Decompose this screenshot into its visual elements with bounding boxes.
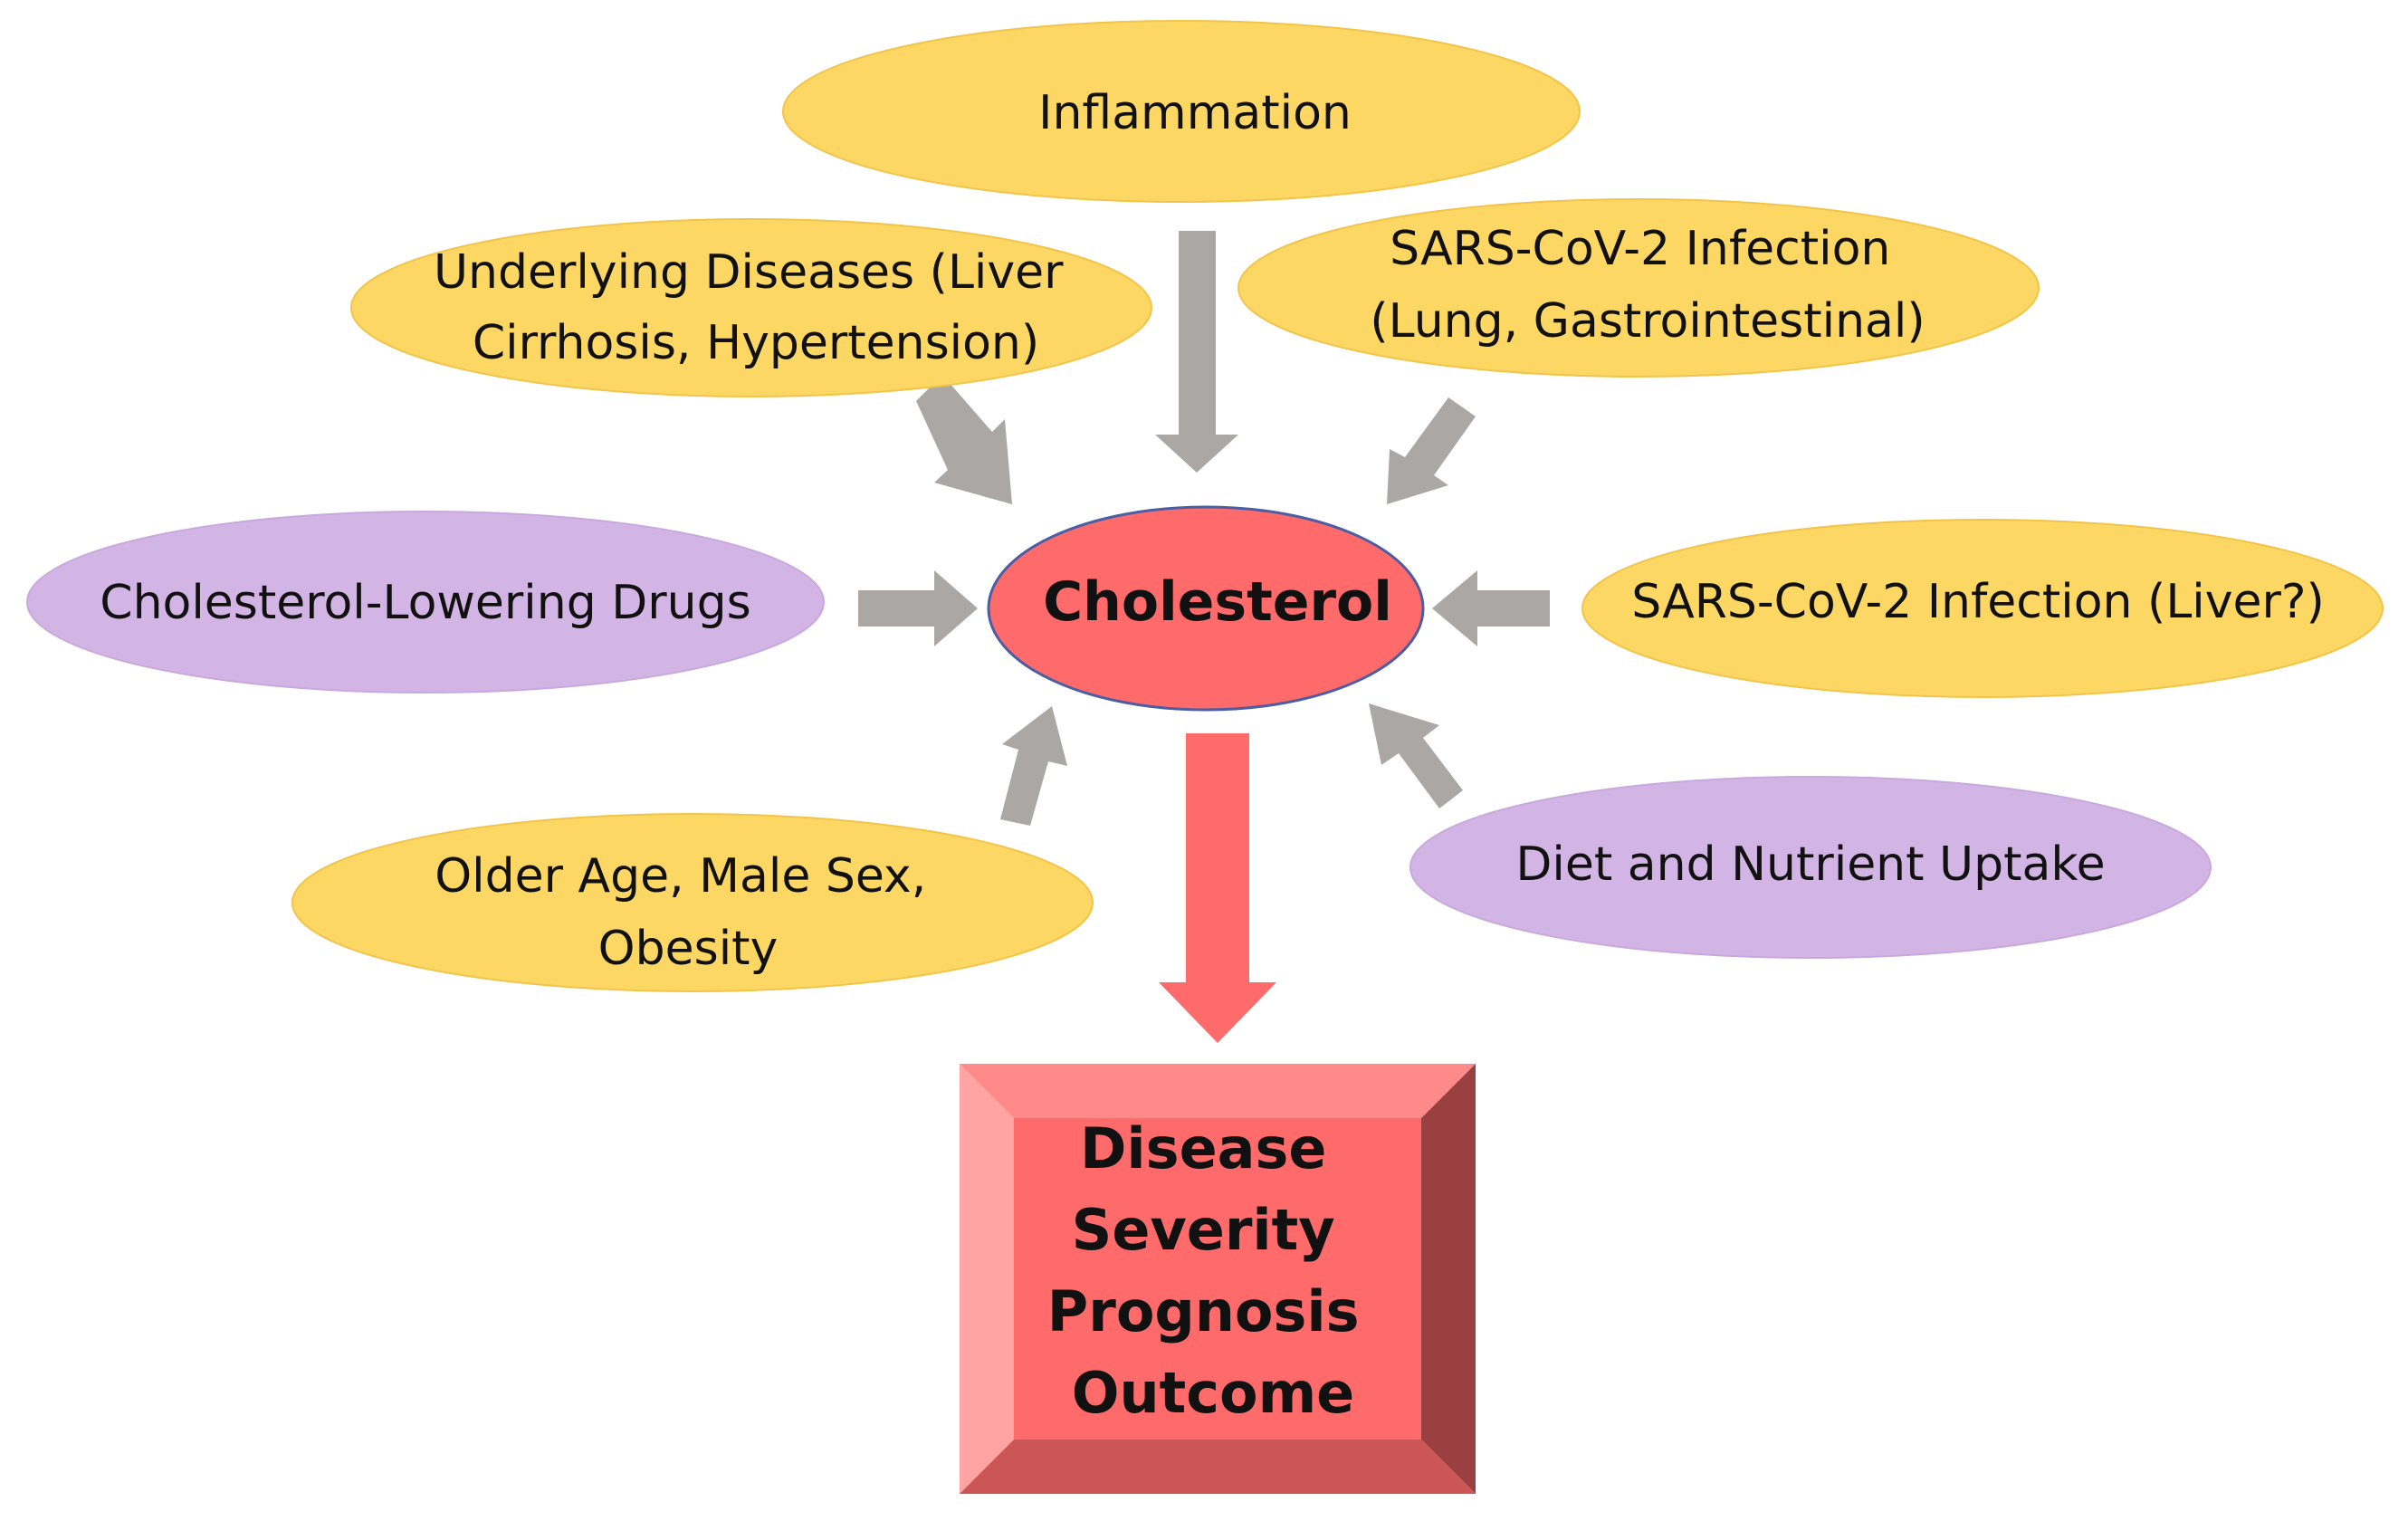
arrow-sars-lung-to-cholesterol <box>1387 397 1476 504</box>
factor-sars-lung-line-2: (Lung, Gastrointestinal) <box>1370 294 1925 349</box>
factor-ellipse <box>291 813 1094 992</box>
factor-age-sex-line-2: Obesity <box>598 922 779 976</box>
factor-underlying-diseases-line-2: Cirrhosis, Hypertension) <box>473 316 1039 370</box>
outcome-box-right-bevel <box>1421 1064 1476 1494</box>
factor-ellipse <box>1581 519 2384 698</box>
factor-inflammation: Inflammation <box>782 20 1581 203</box>
factor-ellipse <box>782 20 1581 203</box>
arrow-cholesterol-to-outcome <box>1159 733 1276 1043</box>
outcome-box-front <box>1014 1118 1421 1440</box>
outcome-box-left-bevel <box>960 1064 1014 1494</box>
outcome-label: Disease Severity Prognosis Outcome <box>1047 1115 1379 1426</box>
factor-sars-liver: SARS-CoV-2 Infection (Liver?) <box>1581 519 2384 698</box>
factor-sars-lung-label: SARS-CoV-2 Infection (Lung, Gastrointest… <box>1370 222 1925 349</box>
factor-underlying-diseases: Underlying Diseases (Liver Cirrhosis, Hy… <box>350 218 1152 397</box>
factor-sars-lung: SARS-CoV-2 Infection (Lung, Gastrointest… <box>1237 198 2040 378</box>
arrow-diet-to-cholesterol <box>1369 703 1463 808</box>
outcome-box-top-bevel <box>960 1064 1476 1118</box>
arrow-inflammation-to-cholesterol <box>1155 231 1238 473</box>
outcome-box-bottom-bevel <box>960 1440 1476 1494</box>
factor-ellipse <box>1237 198 2040 378</box>
factor-inflammation-label: Inflammation <box>1038 86 1352 140</box>
arrow-sars-liver-to-cholesterol <box>1432 570 1550 646</box>
factor-drugs: Cholesterol-Lowering Drugs <box>26 511 825 694</box>
arrow-age-sex-to-cholesterol <box>1000 706 1067 826</box>
outcome-box: Disease Severity Prognosis Outcome <box>960 1064 1476 1494</box>
factor-ellipse <box>1409 776 2212 959</box>
factor-sars-liver-label: SARS-CoV-2 Infection (Liver?) <box>1631 575 2325 629</box>
outcome-line-4: Outcome <box>1072 1360 1354 1426</box>
factor-underlying-diseases-label: Underlying Diseases (Liver Cirrhosis, Hy… <box>434 245 1078 370</box>
cholesterol-label: Cholesterol <box>1043 570 1392 634</box>
factor-ellipse <box>26 511 825 694</box>
outcome-line-2: Severity <box>1072 1197 1335 1263</box>
cholesterol-node: Cholesterol <box>987 505 1425 712</box>
cholesterol-ellipse <box>987 505 1425 712</box>
factor-age-sex-label: Older Age, Male Sex, Obesity <box>435 849 941 976</box>
arrow-drugs-to-cholesterol <box>858 570 978 646</box>
outcome-line-3: Prognosis <box>1047 1278 1360 1344</box>
factor-drugs-label: Cholesterol-Lowering Drugs <box>100 576 750 630</box>
factor-ellipse <box>350 218 1152 397</box>
input-arrows <box>858 231 1550 826</box>
factor-age-sex-line-1: Older Age, Male Sex, <box>435 849 926 904</box>
factor-age-sex: Older Age, Male Sex, Obesity <box>291 813 1094 992</box>
factor-underlying-diseases-line-1: Underlying Diseases (Liver <box>434 245 1064 300</box>
factor-diet: Diet and Nutrient Uptake <box>1409 776 2212 959</box>
outcome-line-1: Disease <box>1080 1115 1326 1181</box>
factor-diet-label: Diet and Nutrient Uptake <box>1515 837 2105 892</box>
arrow-underlying-diseases-to-cholesterol <box>916 375 1012 504</box>
factor-sars-lung-line-1: SARS-CoV-2 Infection <box>1390 222 1890 276</box>
